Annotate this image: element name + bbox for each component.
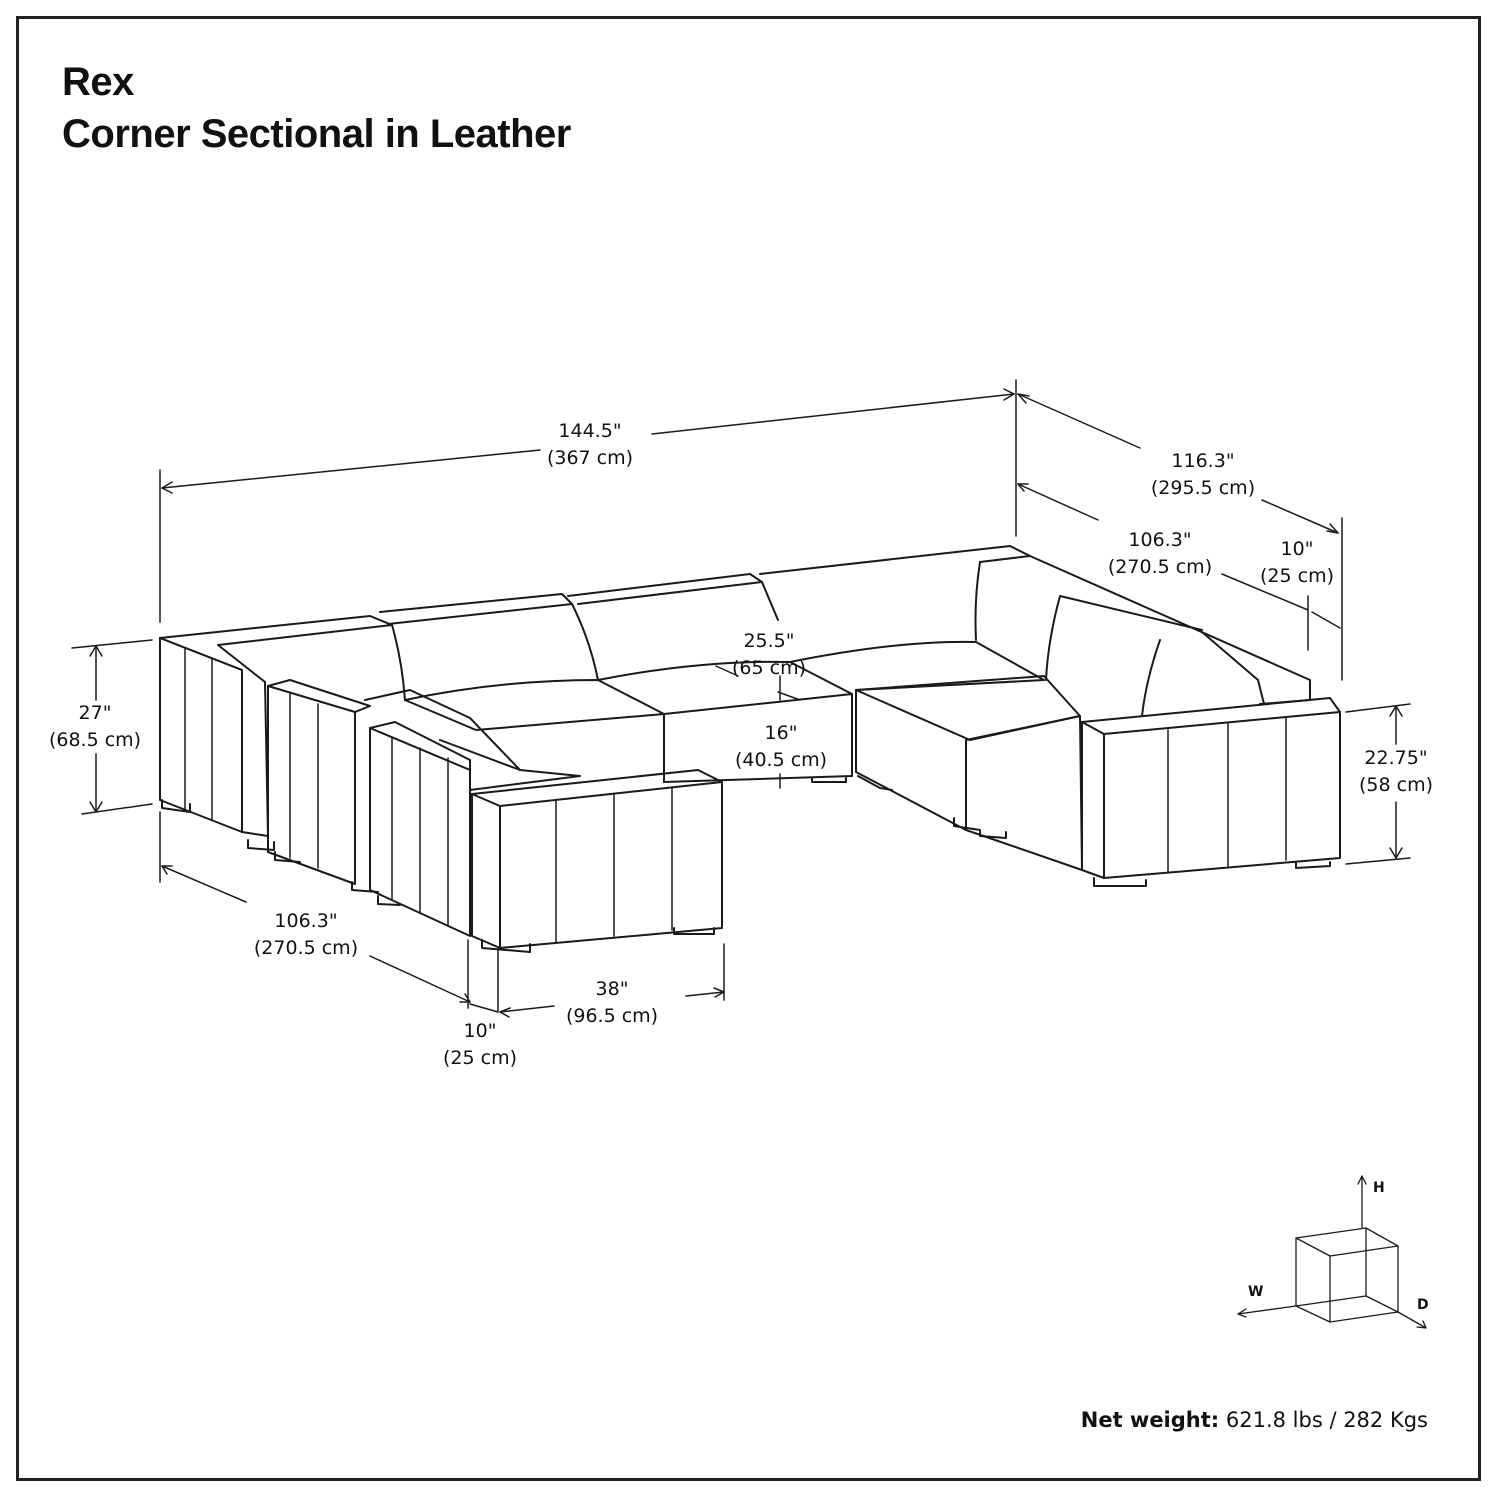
- page-frame: [16, 16, 1481, 1481]
- dim-seat-depth-cm: (65 cm): [732, 657, 806, 679]
- dim-back-height-in: 27": [78, 702, 112, 724]
- dim-back-height-cm: (68.5 cm): [48, 729, 142, 751]
- dim-chaise-width: 38" (96.5 cm): [566, 976, 658, 1030]
- dim-arm-height: 22.75" (58 cm): [1359, 745, 1433, 799]
- dim-chaise-width-cm: (96.5 cm): [565, 1005, 659, 1027]
- dim-total-width-in: 144.5": [558, 420, 622, 442]
- dim-left-depth-in: 106.3": [274, 910, 338, 932]
- dim-right-depth-cm: (270.5 cm): [1107, 556, 1213, 578]
- product-subtitle: Corner Sectional in Leather: [62, 112, 571, 156]
- dim-back-height: 27" (68.5 cm): [49, 700, 141, 754]
- dim-seat-height: 16" (40.5 cm): [735, 720, 827, 774]
- dim-seat-height-in: 16": [764, 722, 798, 744]
- dimension-lines: [71, 379, 1411, 1018]
- dim-total-width: 144.5" (367 cm): [547, 418, 633, 472]
- dim-arm-height-in: 22.75": [1364, 747, 1428, 769]
- dim-seat-depth-in: 25.5": [743, 630, 795, 652]
- dim-seat-height-cm: (40.5 cm): [734, 749, 828, 771]
- dim-right-arm-in: 10": [1280, 538, 1314, 560]
- dim-left-arm-in: 10": [463, 1020, 497, 1042]
- dim-right-depth: 106.3" (270.5 cm): [1108, 527, 1212, 581]
- dim-right-arm-cm: (25 cm): [1260, 565, 1334, 587]
- axis-label-height: H: [1373, 1180, 1385, 1196]
- axis-label-depth: D: [1417, 1297, 1429, 1313]
- axis-label-width: W: [1248, 1284, 1264, 1300]
- dim-left-depth-cm: (270.5 cm): [253, 937, 359, 959]
- dim-right-arm: 10" (25 cm): [1260, 536, 1334, 590]
- dim-left-depth: 106.3" (270.5 cm): [254, 908, 358, 962]
- product-name: Rex: [62, 60, 134, 104]
- net-weight-label: Net weight:: [1080, 1408, 1220, 1432]
- dim-right-depth-in: 106.3": [1128, 529, 1192, 551]
- dim-left-arm-cm: (25 cm): [443, 1047, 517, 1069]
- dim-seat-depth: 25.5" (65 cm): [732, 628, 806, 682]
- dim-left-arm: 10" (25 cm): [443, 1018, 517, 1072]
- dim-chaise-width-in: 38": [595, 978, 629, 1000]
- dim-total-depth: 116.3" (295.5 cm): [1151, 448, 1255, 502]
- net-weight-value: 621.8 lbs / 282 Kgs: [1225, 1408, 1428, 1432]
- axes-legend-cube: [1237, 1175, 1427, 1329]
- dim-total-depth-in: 116.3": [1171, 450, 1235, 472]
- dim-total-depth-cm: (295.5 cm): [1150, 477, 1256, 499]
- sofa-drawing: [159, 545, 1341, 953]
- dim-total-width-cm: (367 cm): [546, 447, 634, 469]
- dim-arm-height-cm: (58 cm): [1359, 774, 1433, 796]
- net-weight: Net weight: 621.8 lbs / 282 Kgs: [1081, 1408, 1428, 1432]
